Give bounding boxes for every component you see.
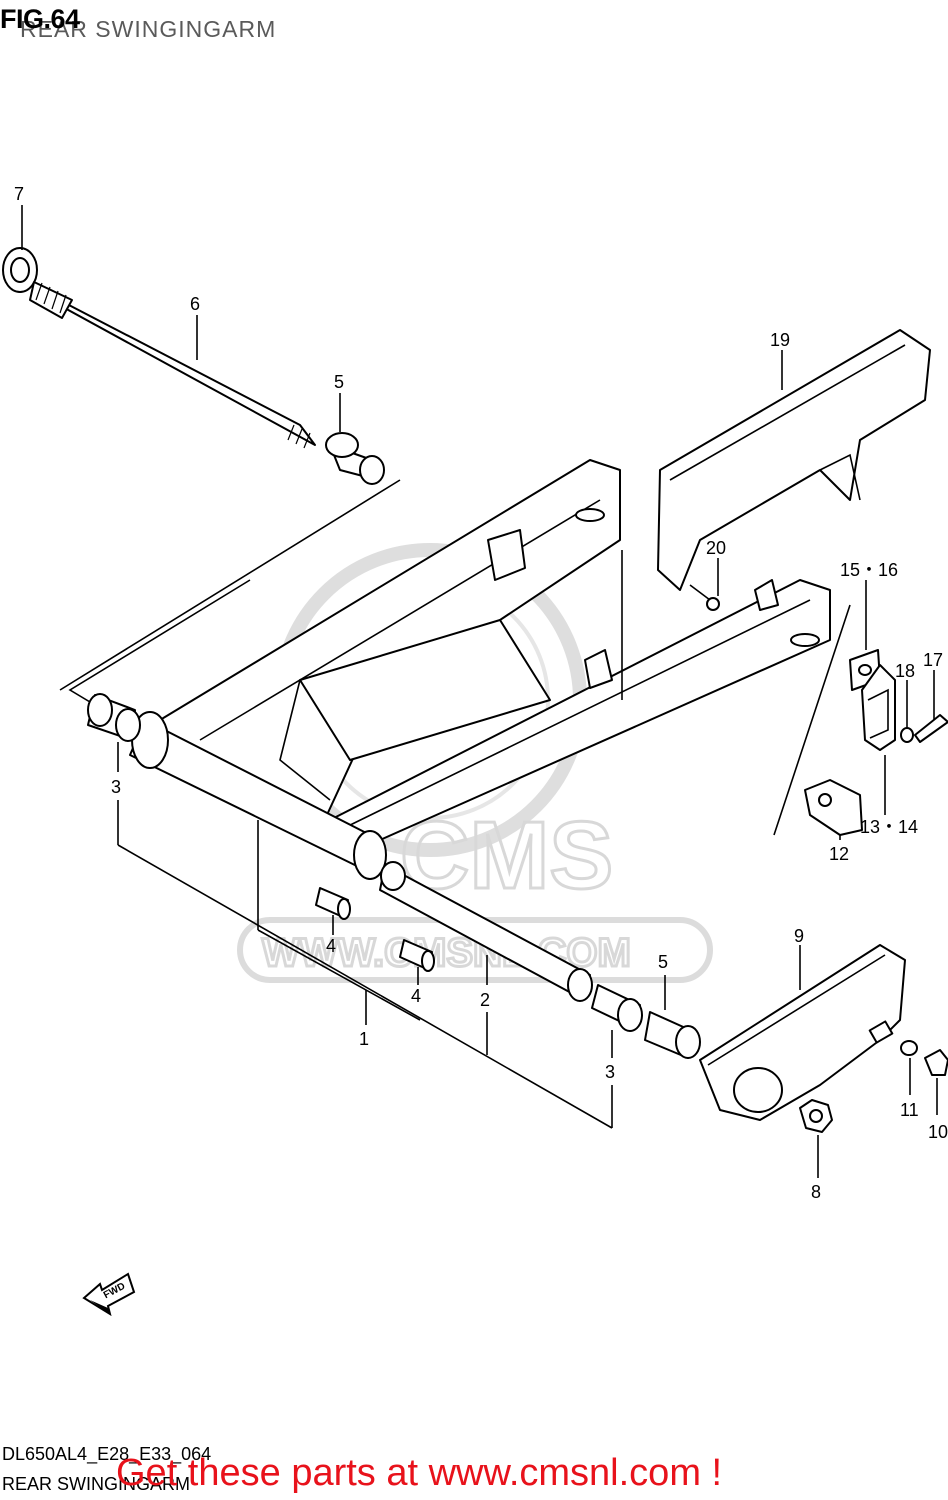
callout-12: 12: [829, 844, 849, 864]
callout-17: 17: [923, 650, 943, 670]
callout-19: 19: [770, 330, 790, 350]
part-13-14-adjuster: [861, 664, 896, 751]
diagram-code: DL650AL4_E28_E33_064: [2, 1444, 212, 1464]
part-18-washer: [900, 727, 914, 743]
callout-18: 18: [895, 661, 915, 681]
part-2-spacer-tube: [379, 861, 593, 1002]
part-4-needle-bearing-b: [399, 939, 435, 972]
part-8-nut: [799, 1099, 833, 1133]
callout-4-a: 4: [326, 936, 336, 956]
part-9-chain-guard: [699, 944, 906, 1121]
callout-9: 9: [794, 926, 804, 946]
callout-13-14: 13・14: [860, 817, 918, 837]
leader-lines: [21, 205, 938, 1178]
fig-number: FIG.64: [0, 4, 80, 34]
part-3-bearing-left: [87, 693, 141, 742]
part-19-chain-cover: [657, 329, 931, 591]
callout-3-left: 3: [111, 777, 121, 797]
part-17-bolt: [914, 714, 948, 743]
part-7-nut: [2, 247, 38, 293]
part-20-screw: [689, 584, 720, 611]
part-6-pivot-shaft: [29, 281, 316, 449]
callout-1: 1: [359, 1029, 369, 1049]
callout-7: 7: [14, 184, 24, 204]
callout-5-bottom: 5: [658, 952, 668, 972]
part-5-collar-top: [325, 432, 385, 485]
callout-3-right: 3: [605, 1062, 615, 1082]
callout-5-top: 5: [334, 372, 344, 392]
fwd-arrow-icon: FWD: [82, 1272, 136, 1317]
part-4-needle-bearing-a: [315, 887, 351, 920]
callout-2: 2: [480, 990, 490, 1010]
callout-11: 11: [900, 1100, 919, 1120]
callout-10: 10: [928, 1122, 948, 1142]
cta-link[interactable]: Get these parts at www.cmsnl.com !: [116, 1452, 723, 1494]
callout-20: 20: [706, 538, 726, 558]
callout-8: 8: [811, 1182, 821, 1202]
callout-15-16: 15・16: [840, 560, 898, 580]
callout-6: 6: [190, 294, 200, 314]
part-10-bolt: [924, 1049, 948, 1076]
part-5-collar-bottom: [644, 1011, 701, 1059]
part-12-chain-guide: [804, 779, 863, 836]
swingarm-body: [59, 459, 831, 880]
page-subtitle: REAR SWINGINGARM: [20, 16, 277, 42]
part-3-bearing-right: [591, 984, 643, 1032]
part-11-collar: [900, 1040, 918, 1056]
callout-4-b: 4: [411, 986, 421, 1006]
callout-labels: 7 6 5 19 20 15・16 17 18 13・14 12 3 4 4 2…: [14, 184, 948, 1202]
footer-title: REAR SWINGINGARM: [2, 1474, 191, 1494]
